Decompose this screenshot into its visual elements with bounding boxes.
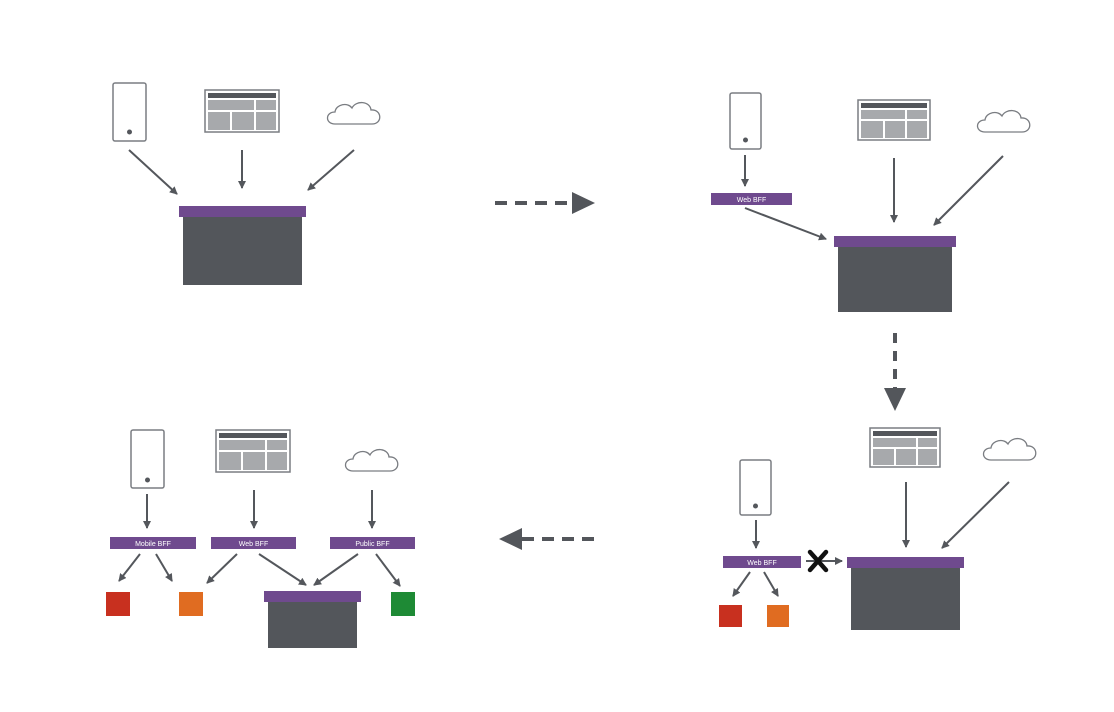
- web-browser-icon: [857, 99, 931, 141]
- mobile-device-icon: [729, 92, 762, 150]
- public-bff-bar: Public BFF: [330, 537, 415, 549]
- arrow-web-bff-to-orange-service: [206, 553, 238, 584]
- arrow-web-bff-to-backend: [258, 553, 307, 586]
- green-service-box: [391, 592, 415, 616]
- arrow-mobile-bff-to-red-service: [118, 553, 141, 582]
- arrow-public-bff-to-backend: [313, 553, 359, 586]
- arrow-cloud-to-backend: [941, 481, 1010, 549]
- cloud-icon: [982, 437, 1037, 461]
- arrow-web-bff-to-orange-service: [763, 571, 779, 597]
- transition-arrow-down: [884, 333, 906, 411]
- arrow-mobile-to-backend: [128, 149, 178, 195]
- backend-server-icon: [847, 557, 964, 630]
- stage-3-web-bff-services: Web BFF: [719, 427, 1037, 630]
- arrow-public-bff-to-green-service: [375, 553, 401, 587]
- red-service-box: [106, 592, 130, 616]
- web-bff-label: Web BFF: [239, 541, 268, 548]
- blocked-x-icon: [807, 549, 829, 573]
- backend-server-icon: [264, 591, 361, 648]
- arrow-cloud-to-backend: [933, 155, 1004, 226]
- web-bff-label: Web BFF: [737, 197, 766, 204]
- cloud-icon: [326, 101, 381, 125]
- arrow-mobile-bff-to-orange-service: [155, 553, 173, 582]
- mobile-device-icon: [739, 459, 772, 516]
- web-bff-bar: Web BFF: [723, 556, 801, 568]
- web-browser-icon: [215, 429, 291, 473]
- stage-1-monolith: [112, 82, 381, 285]
- orange-service-box: [767, 605, 789, 627]
- orange-service-box: [179, 592, 203, 616]
- web-bff-label: Web BFF: [747, 560, 776, 567]
- transition-arrow-left: [499, 528, 600, 550]
- backend-server-icon: [834, 236, 956, 312]
- stage-2-web-bff: Web BFF: [711, 92, 1031, 312]
- mobile-bff-bar: Mobile BFF: [110, 537, 196, 549]
- mobile-device-icon: [112, 82, 147, 142]
- cloud-icon: [344, 448, 399, 472]
- stage-4-multiple-bffs: Mobile BFF Web BFF Public BFF: [106, 429, 415, 648]
- mobile-device-icon: [130, 429, 165, 489]
- mobile-bff-label: Mobile BFF: [135, 541, 171, 548]
- transition-arrow-right: [495, 192, 595, 214]
- web-bff-bar: Web BFF: [211, 537, 296, 549]
- web-bff-bar: Web BFF: [711, 193, 792, 205]
- backend-server-icon: [179, 206, 306, 285]
- arrow-cloud-to-backend: [307, 149, 355, 191]
- red-service-box: [719, 605, 742, 627]
- arrow-web-bff-to-red-service: [732, 571, 751, 597]
- cloud-icon: [976, 109, 1031, 133]
- public-bff-label: Public BFF: [355, 541, 389, 548]
- web-browser-icon: [204, 89, 280, 133]
- web-browser-icon: [869, 427, 941, 468]
- arrow-web-bff-to-backend: [744, 207, 827, 241]
